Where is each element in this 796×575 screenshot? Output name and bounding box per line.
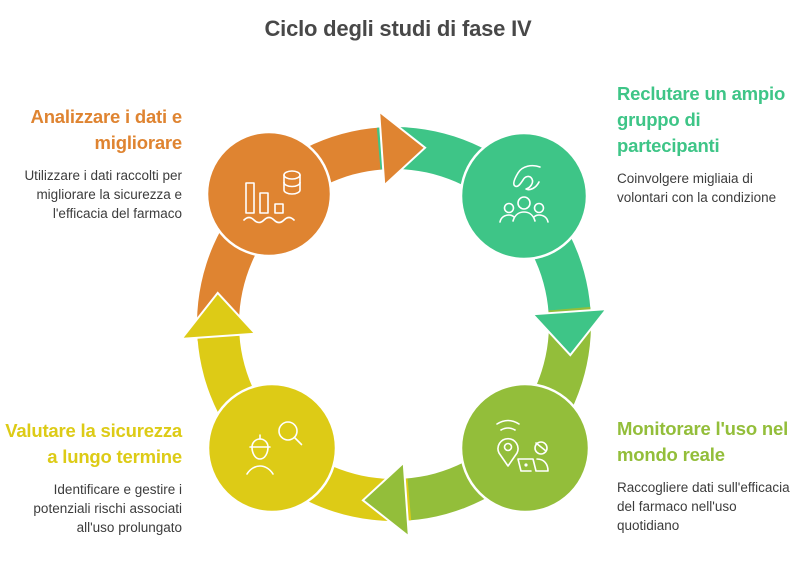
step-heading-monitor: Monitorare l'uso nel mondo reale	[617, 418, 789, 465]
step-circle-evaluate	[206, 382, 338, 514]
step-heading-analyze: Analizzare i dati e migliorare	[30, 106, 183, 153]
worker-search-icon	[246, 421, 303, 475]
step-description-evaluate: Identificare e gestire i potenziali risc…	[33, 482, 182, 535]
step-text-monitor: Monitorare l'uso nel mondo reale Raccogl…	[617, 416, 796, 535]
step-node-evaluate[interactable]	[206, 382, 338, 514]
arrowhead-evaluate	[179, 291, 258, 341]
step-node-recruit[interactable]	[459, 131, 589, 261]
step-text-evaluate: Valutare la sicurezza a lungo termine Id…	[0, 418, 182, 537]
step-circle-monitor	[459, 382, 591, 514]
location-laptop-user-icon	[496, 419, 549, 472]
step-heading-evaluate: Valutare la sicurezza a lungo termine	[5, 420, 182, 467]
step-circle-analyze	[205, 130, 333, 258]
arrowhead-analyze	[377, 109, 427, 188]
step-description-monitor: Raccogliere dati sull'efficacia del farm…	[617, 480, 790, 533]
step-text-recruit: Reclutare un ampio gruppo di partecipant…	[617, 81, 796, 207]
diagram-title: Ciclo degli studi di fase IV	[264, 16, 532, 41]
step-description-recruit: Coinvolgere migliaia di volontari con la…	[617, 171, 777, 205]
step-description-analyze: Utilizzare i dati raccolti per migliorar…	[24, 168, 182, 221]
arrowhead-monitor	[361, 460, 411, 539]
step-circle-recruit	[459, 131, 589, 261]
cycle-arrowheads	[179, 109, 609, 539]
step-text-analyze: Analizzare i dati e migliorare Utilizzar…	[0, 104, 182, 223]
hand-group-icon	[499, 164, 549, 223]
step-node-monitor[interactable]	[459, 382, 591, 514]
step-heading-recruit: Reclutare un ampio gruppo di partecipant…	[617, 83, 786, 156]
chart-database-icon	[243, 170, 301, 224]
cycle-nodes	[205, 130, 591, 514]
arrowhead-recruit	[530, 307, 609, 357]
step-node-analyze[interactable]	[205, 130, 333, 258]
